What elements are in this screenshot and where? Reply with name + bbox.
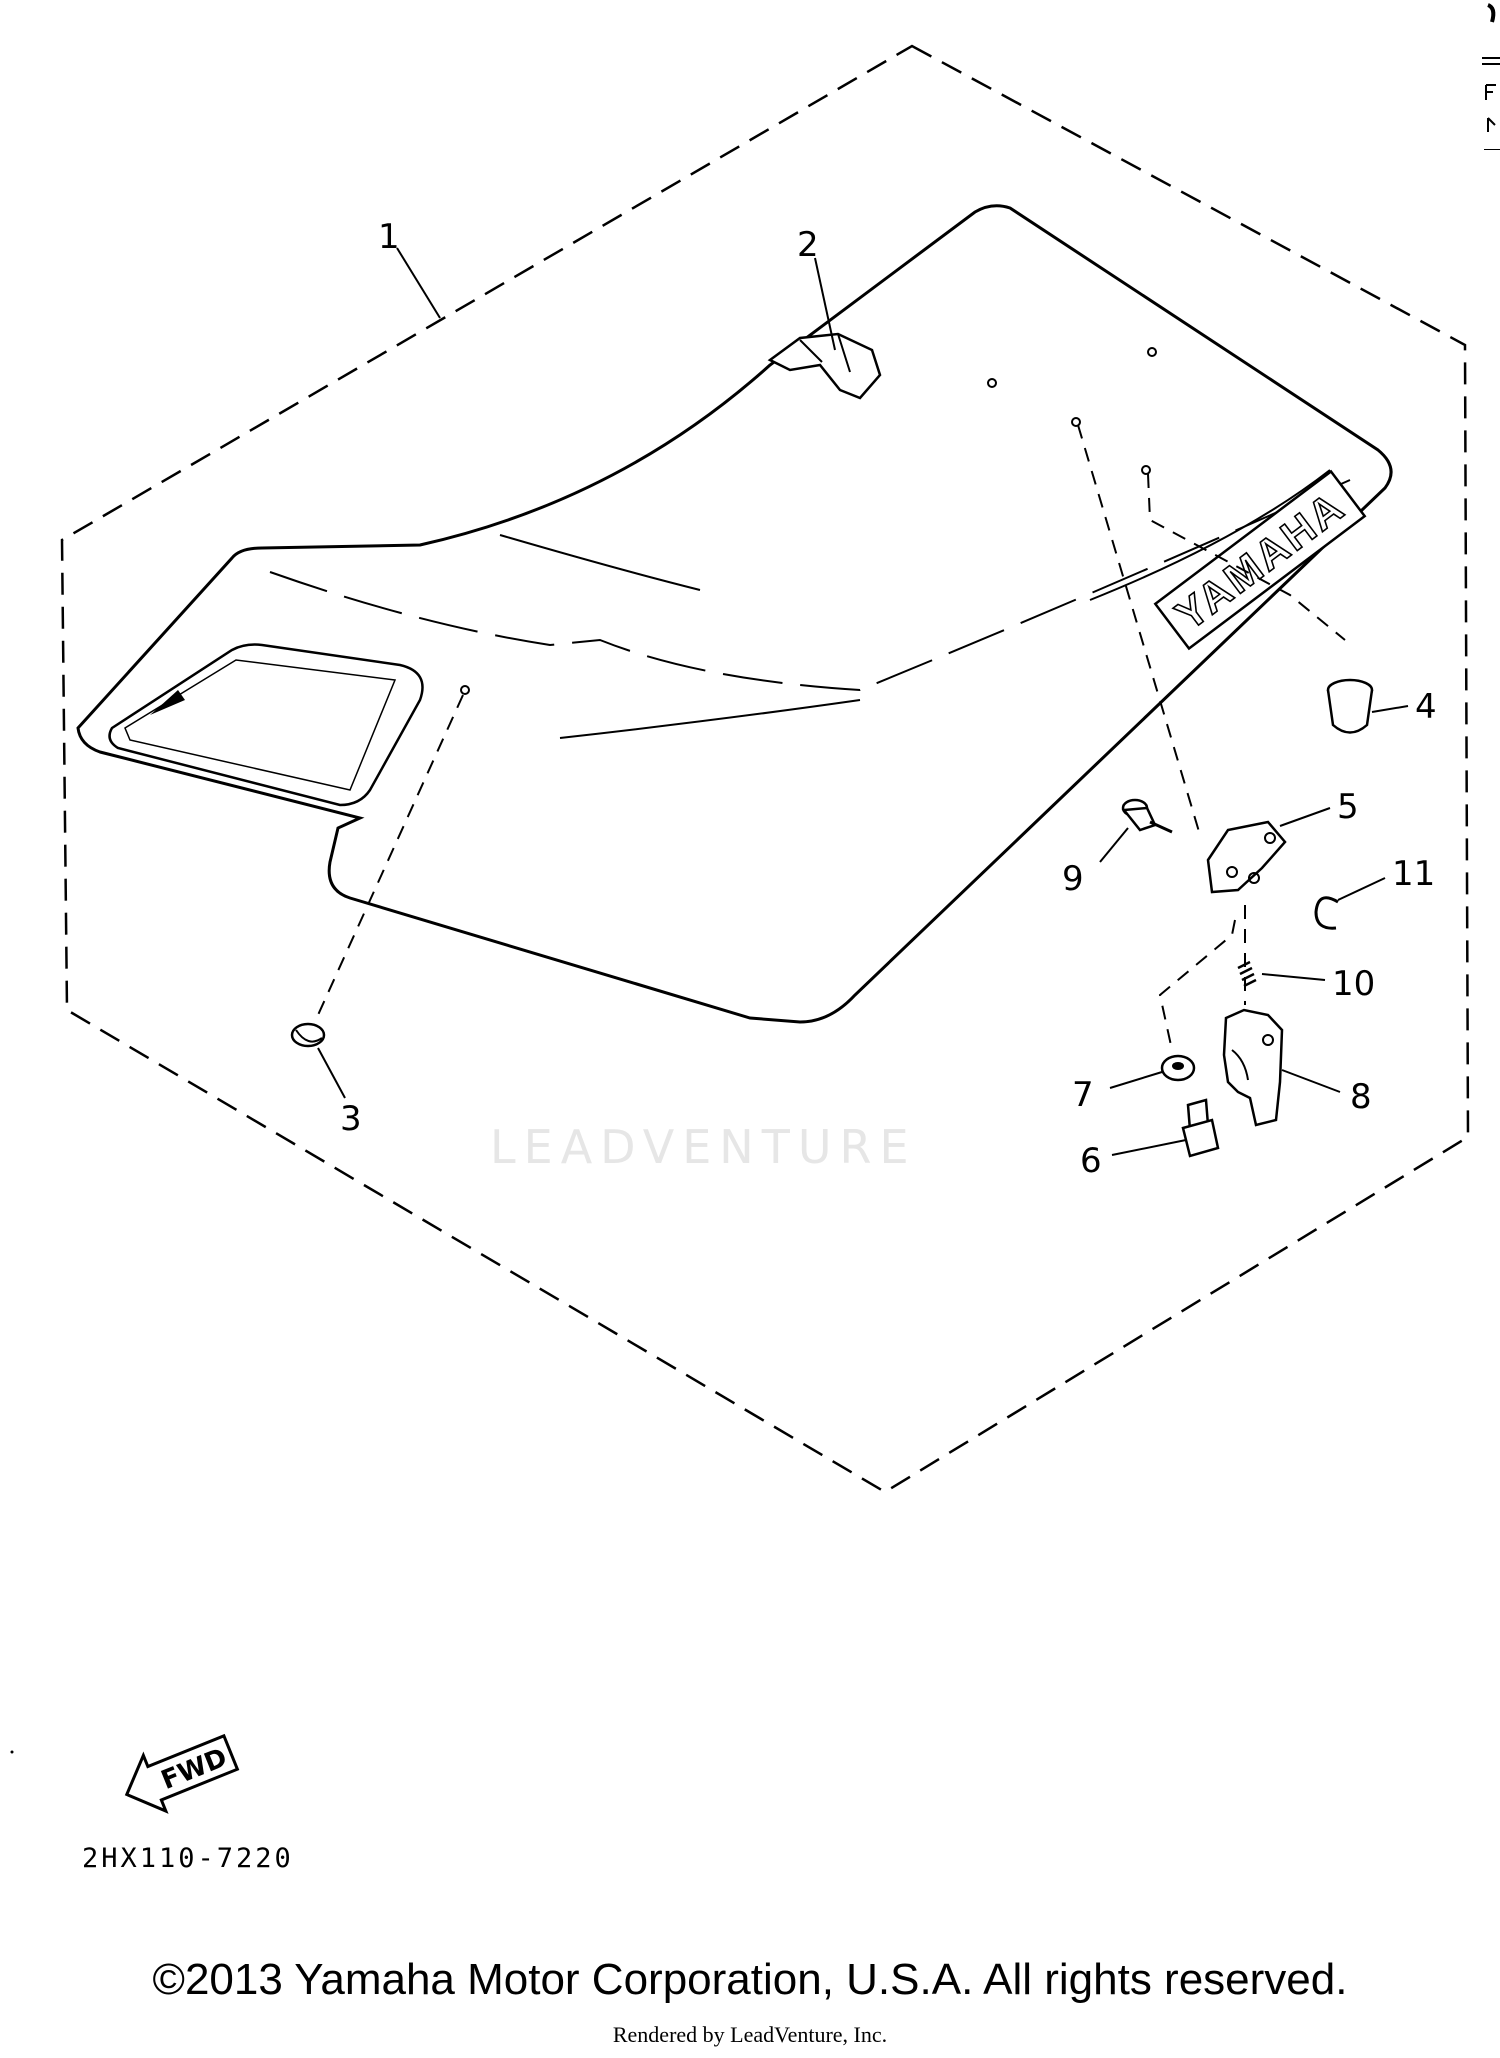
seat-contour-4 [1089, 469, 1331, 601]
part-6-bolt [1181, 1098, 1220, 1158]
seat-strap [767, 332, 882, 400]
seat-strap-fold [799, 333, 851, 373]
callout-8: 8 [1350, 1077, 1372, 1117]
callout-2: 2 [797, 225, 819, 265]
seat-holes [460, 347, 1157, 695]
part-7-washer [1160, 1054, 1196, 1082]
seat-contour [269, 479, 1351, 692]
seat-rear-panel-inner [124, 659, 397, 791]
assembly-boundary [60, 44, 1470, 1494]
stray-dot [10, 1750, 14, 1754]
callout-4: 4 [1415, 687, 1437, 727]
callout-3: 3 [340, 1099, 362, 1139]
callout-11: 11 [1392, 854, 1435, 894]
seat-rear-detail [150, 690, 185, 715]
callout-1: 1 [378, 217, 400, 257]
fwd-arrow: FWD [124, 1733, 240, 1814]
watermark: LEADVENTURE [490, 1120, 917, 1174]
callout-6: 6 [1080, 1141, 1102, 1181]
part-5-bracket [1206, 820, 1287, 894]
callout-9: 9 [1062, 859, 1084, 899]
callout-5: 5 [1337, 787, 1359, 827]
part-3-grommet [290, 1022, 326, 1048]
seat-rear-panel [108, 643, 424, 807]
leader-lines [317, 247, 1409, 1156]
part-10-spring [1237, 960, 1257, 988]
part-4-grommet [1326, 678, 1374, 734]
cropped-edge-mark [1480, 0, 1500, 151]
part-11-clip [1314, 896, 1339, 930]
assembly-lines [317, 424, 1346, 1051]
seat-contour-2 [559, 699, 861, 739]
callout-7: 7 [1072, 1075, 1094, 1115]
callout-10: 10 [1332, 964, 1375, 1004]
rendered-by-notice: Rendered by LeadVenture, Inc. [612, 2022, 888, 2047]
diagram-code: 2HX110-7220 [82, 1843, 294, 1874]
part-8-latch [1222, 1008, 1284, 1127]
copyright-notice: ©2013 Yamaha Motor Corporation, U.S.A. A… [152, 1955, 1348, 2004]
seat-contour-3 [499, 534, 701, 591]
seat-outline [76, 204, 1393, 1024]
part-9-pin [1121, 798, 1173, 834]
